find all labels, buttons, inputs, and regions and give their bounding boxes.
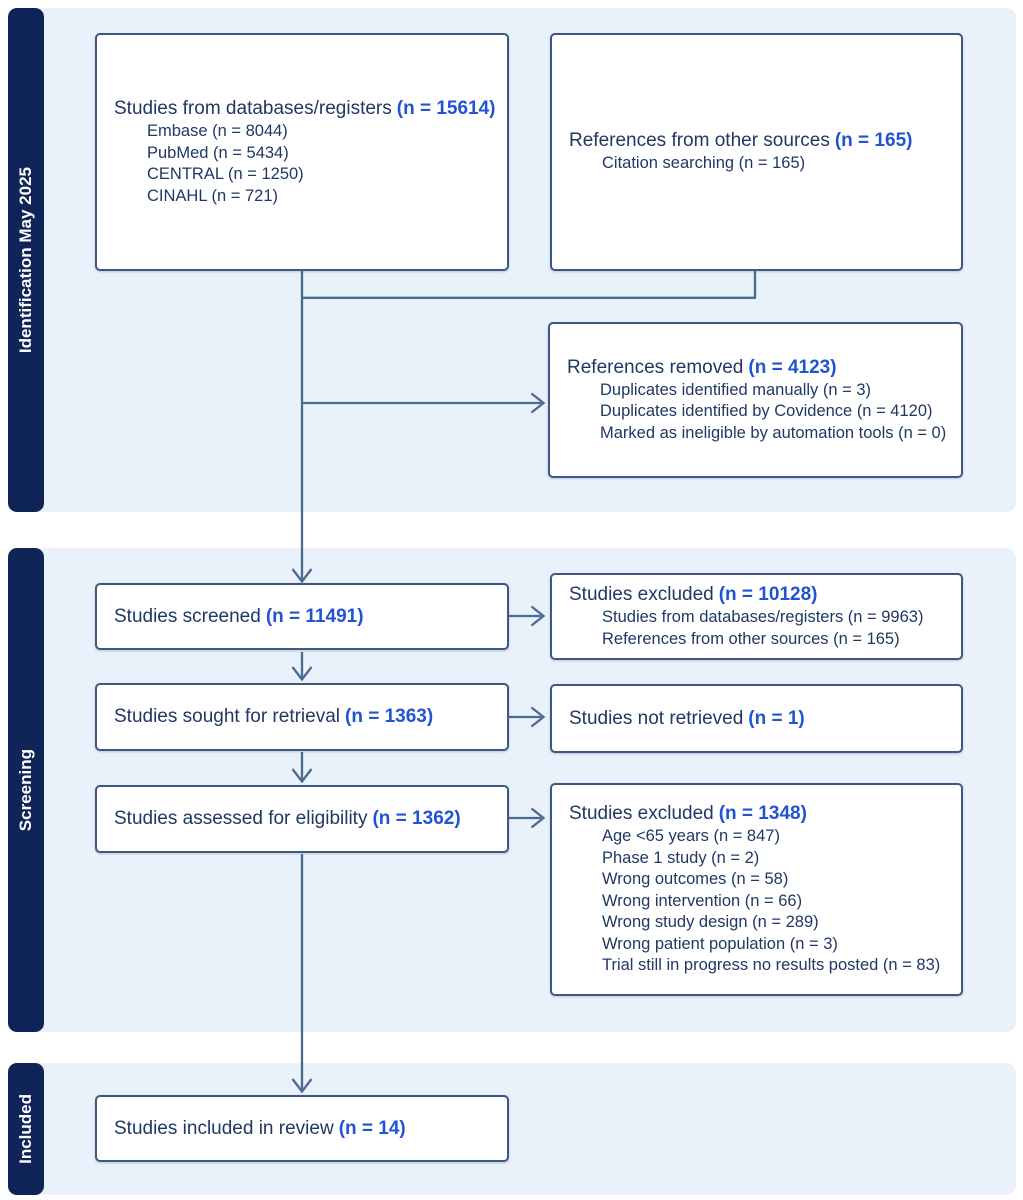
box-excluded-item-phase1: Phase 1 study (n = 2) — [602, 848, 760, 867]
box-excluded-screening-count: (n = 10128) — [718, 584, 818, 605]
box-removed-label: References removed — [567, 356, 744, 378]
box-sought-count: (n = 1363) — [345, 706, 434, 727]
box-not-retrieved: Studies not retrieved(n = 1) — [550, 684, 963, 753]
box-assessed-title: Studies assessed for eligibility(n = 136… — [114, 807, 497, 831]
box-excluded-eligibility-count: (n = 1348) — [718, 803, 807, 825]
box-excluded-eligibility: Studies excluded(n = 1348) Age <65 years… — [550, 783, 963, 996]
box-excluded-screening-title: Studies excluded(n = 10128) — [569, 583, 951, 607]
box-databases-item-cinahl: CINAHL (n = 721) — [147, 186, 278, 205]
box-included-review: Studies included in review(n = 14) — [95, 1095, 509, 1162]
box-databases-item-embase: Embase (n = 8044) — [147, 122, 288, 140]
box-excluded-item-age: Age <65 years (n = 847) — [602, 827, 780, 846]
box-other-sources-title: References from other sources(n = 165) — [569, 129, 951, 153]
box-sought-retrieval: Studies sought for retrieval(n = 1363) — [95, 683, 509, 751]
box-sought-title: Studies sought for retrieval(n = 1363) — [114, 705, 497, 729]
box-excluded-screening-item-databases: Studies from databases/registers (n = 99… — [602, 608, 924, 626]
identification-section-label: Identification May 2025 — [16, 166, 35, 354]
box-screened-count: (n = 11491) — [265, 605, 364, 627]
box-sought-label: Studies sought for retrieval — [114, 706, 341, 727]
box-other-sources-count: (n = 165) — [834, 130, 913, 152]
box-studies-screened: Studies screened(n = 11491) — [95, 583, 509, 650]
box-assessed-count: (n = 1362) — [372, 808, 461, 829]
box-other-sources-item-citation: Citation searching (n = 165) — [602, 154, 806, 173]
box-assessed-eligibility: Studies assessed for eligibility(n = 136… — [95, 785, 509, 853]
box-removed-item-covidence: Duplicates identified by Covidence (n = … — [600, 402, 933, 421]
box-excluded-item-outcomes: Wrong outcomes (n = 58) — [602, 870, 789, 889]
box-other-sources: References from other sources(n = 165) C… — [550, 33, 963, 271]
box-excluded-screening: Studies excluded(n = 10128) Studies from… — [550, 573, 963, 660]
box-databases-registers: Studies from databases/registers(n = 156… — [95, 33, 509, 271]
box-excluded-eligibility-label: Studies excluded — [569, 803, 714, 825]
box-removed-item-automation: Marked as ineligible by automation tools… — [600, 423, 947, 442]
box-excluded-screening-label: Studies excluded — [569, 584, 714, 605]
box-databases-item-central: CENTRAL (n = 1250) — [147, 165, 304, 183]
box-excluded-item-in-progress: Trial still in progress no results poste… — [602, 956, 941, 975]
box-excluded-screening-item-references: References from other sources (n = 165) — [602, 629, 900, 648]
box-databases-title: Studies from databases/registers(n = 156… — [114, 97, 497, 121]
box-excluded-eligibility-title: Studies excluded(n = 1348) — [569, 802, 951, 826]
box-screened-label: Studies screened — [114, 605, 261, 627]
box-excluded-item-population: Wrong patient population (n = 3) — [602, 934, 838, 953]
box-not-retrieved-count: (n = 1) — [748, 707, 805, 729]
box-screened-title: Studies screened(n = 11491) — [114, 605, 497, 629]
box-assessed-label: Studies assessed for eligibility — [114, 808, 368, 829]
box-removed-item-manual: Duplicates identified manually (n = 3) — [600, 380, 872, 399]
box-excluded-item-intervention: Wrong intervention (n = 66) — [602, 891, 803, 910]
included-section-label: Included — [16, 1094, 35, 1164]
box-included-title: Studies included in review(n = 14) — [114, 1117, 497, 1141]
box-removed-count: (n = 4123) — [748, 356, 837, 378]
identification-section-bar: Identification May 2025 — [8, 8, 44, 512]
included-section-bar: Included — [8, 1063, 44, 1195]
box-databases-item-pubmed: PubMed (n = 5434) — [147, 143, 289, 162]
box-references-removed: References removed(n = 4123) Duplicates … — [548, 322, 963, 478]
box-other-sources-label: References from other sources — [569, 130, 830, 152]
box-databases-label: Studies from databases/registers — [114, 98, 392, 119]
box-not-retrieved-label: Studies not retrieved — [569, 707, 744, 729]
screening-section-label: Screening — [16, 748, 35, 832]
box-included-label: Studies included in review — [114, 1117, 334, 1139]
box-not-retrieved-title: Studies not retrieved(n = 1) — [569, 707, 951, 731]
box-databases-count: (n = 15614) — [396, 98, 496, 119]
screening-section-bar: Screening — [8, 548, 44, 1032]
box-removed-title: References removed(n = 4123) — [567, 356, 951, 380]
box-excluded-item-design: Wrong study design (n = 289) — [602, 913, 819, 932]
box-included-count: (n = 14) — [338, 1117, 406, 1139]
